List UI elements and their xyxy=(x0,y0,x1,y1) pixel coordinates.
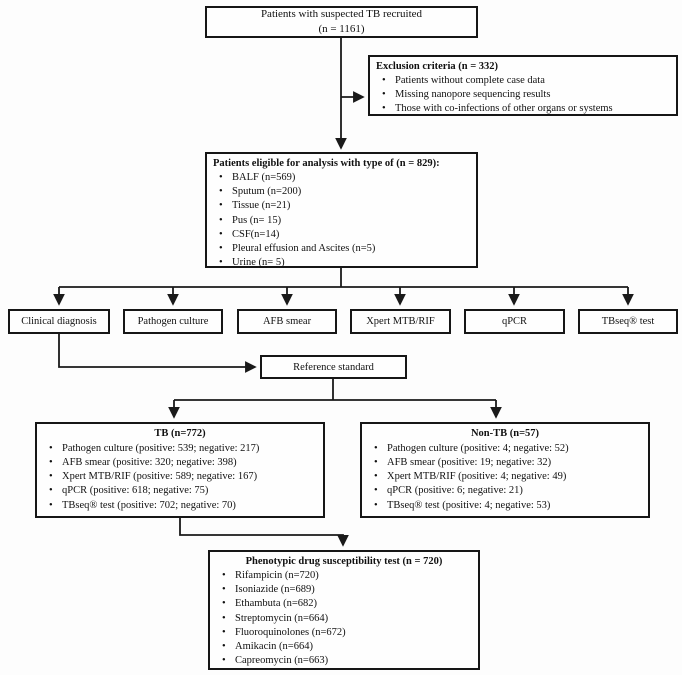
bullet-item: Amikacin (n=664) xyxy=(222,640,472,655)
bullet-item: Pathogen culture (positive: 4; negative:… xyxy=(374,442,642,457)
test-box-qpcr: qPCR xyxy=(464,309,565,334)
test-label: qPCR xyxy=(501,316,528,327)
bullet-item: qPCR (positive: 6; negative: 21) xyxy=(374,484,642,499)
test-label: Clinical diagnosis xyxy=(21,316,97,327)
reference-standard-box: Reference standard xyxy=(260,355,407,379)
bullet-item: AFB smear (positive: 320; negative: 398) xyxy=(49,456,317,471)
bullet-item: BALF (n=569) xyxy=(219,171,470,186)
tb-title: TB (n=772) xyxy=(154,428,206,439)
bullet-item: TBseq® test (positive: 702; negative: 70… xyxy=(49,499,317,514)
recruited-box: Patients with suspected TB recruited (n … xyxy=(205,6,478,38)
eligible-list: BALF (n=569)Sputum (n=200)Tissue (n=21)P… xyxy=(213,171,470,271)
tb-list: Pathogen culture (positive: 539; negativ… xyxy=(43,442,317,514)
bullet-item: TBseq® test (positive: 4; negative: 53) xyxy=(374,499,642,514)
test-box-clinical-diagnosis: Clinical diagnosis xyxy=(8,309,110,334)
bullet-item: CSF(n=14) xyxy=(219,228,470,243)
bullet-item: Isoniazide (n=689) xyxy=(222,583,472,598)
bullet-item: Capreomycin (n=663) xyxy=(222,654,472,669)
test-label: Xpert MTB/RIF xyxy=(366,316,435,327)
dst-box: Phenotypic drug susceptibility test (n =… xyxy=(208,550,480,670)
test-label: TBseq® test xyxy=(601,316,655,327)
bullet-item: Those with co-infections of other organs… xyxy=(382,102,670,117)
test-box-xpert-mtb-rif: Xpert MTB/RIF xyxy=(350,309,451,334)
eligible-box: Patients eligible for analysis with type… xyxy=(205,152,478,271)
non-tb-box: Non-TB (n=57) Pathogen culture (positive… xyxy=(360,422,650,518)
test-label: Pathogen culture xyxy=(137,316,209,327)
bullet-item: Pus (n= 15) xyxy=(219,214,470,229)
tb-box: TB (n=772) Pathogen culture (positive: 5… xyxy=(35,422,325,518)
bullet-item: Pleural effusion and Ascites (n=5) xyxy=(219,242,470,257)
non-tb-list: Pathogen culture (positive: 4; negative:… xyxy=(368,442,642,514)
exclusion-title: Exclusion criteria (n = 332) xyxy=(376,61,499,72)
bullet-item: Sputum (n=200) xyxy=(219,185,470,200)
bullet-item: AFB smear (positive: 19; negative: 32) xyxy=(374,456,642,471)
test-label: AFB smear xyxy=(262,316,312,327)
non-tb-title: Non-TB (n=57) xyxy=(470,428,540,439)
bullet-item: Xpert MTB/RIF (positive: 589; negative: … xyxy=(49,470,317,485)
bullet-item: Patients without complete case data xyxy=(382,74,670,89)
bullet-item: Fluoroquinolones (n=672) xyxy=(222,626,472,641)
recruited-line1: Patients with suspected TB recruited xyxy=(260,8,423,21)
bullet-item: Rifampicin (n=720) xyxy=(222,569,472,584)
bullet-item: qPCR (positive: 618; negative: 75) xyxy=(49,484,317,499)
bullet-item: Missing nanopore sequencing results xyxy=(382,88,670,103)
exclusion-list: Patients without complete case dataMissi… xyxy=(376,74,670,117)
dst-list: Rifampicin (n=720)Isoniazide (n=689)Etha… xyxy=(216,569,472,669)
bullet-item: Ethambuta (n=682) xyxy=(222,597,472,612)
test-box-tbseq: TBseq® test xyxy=(578,309,678,334)
test-box-afb-smear: AFB smear xyxy=(237,309,337,334)
exclusion-box: Exclusion criteria (n = 332) Patients wi… xyxy=(368,55,678,117)
bullet-item: Pathogen culture (positive: 539; negativ… xyxy=(49,442,317,457)
reference-standard-label: Reference standard xyxy=(293,361,374,373)
recruited-count: (n = 1161) xyxy=(318,23,365,35)
bullet-item: Xpert MTB/RIF (positive: 4; negative: 49… xyxy=(374,470,642,485)
bullet-item: Urine (n= 5) xyxy=(219,256,470,271)
bullet-item: Tissue (n=21) xyxy=(219,199,470,214)
dst-title: Phenotypic drug susceptibility test (n =… xyxy=(245,556,443,567)
eligible-title: Patients eligible for analysis with type… xyxy=(213,158,440,169)
bullet-item: Streptomycin (n=664) xyxy=(222,612,472,627)
test-box-pathogen-culture: Pathogen culture xyxy=(123,309,223,334)
